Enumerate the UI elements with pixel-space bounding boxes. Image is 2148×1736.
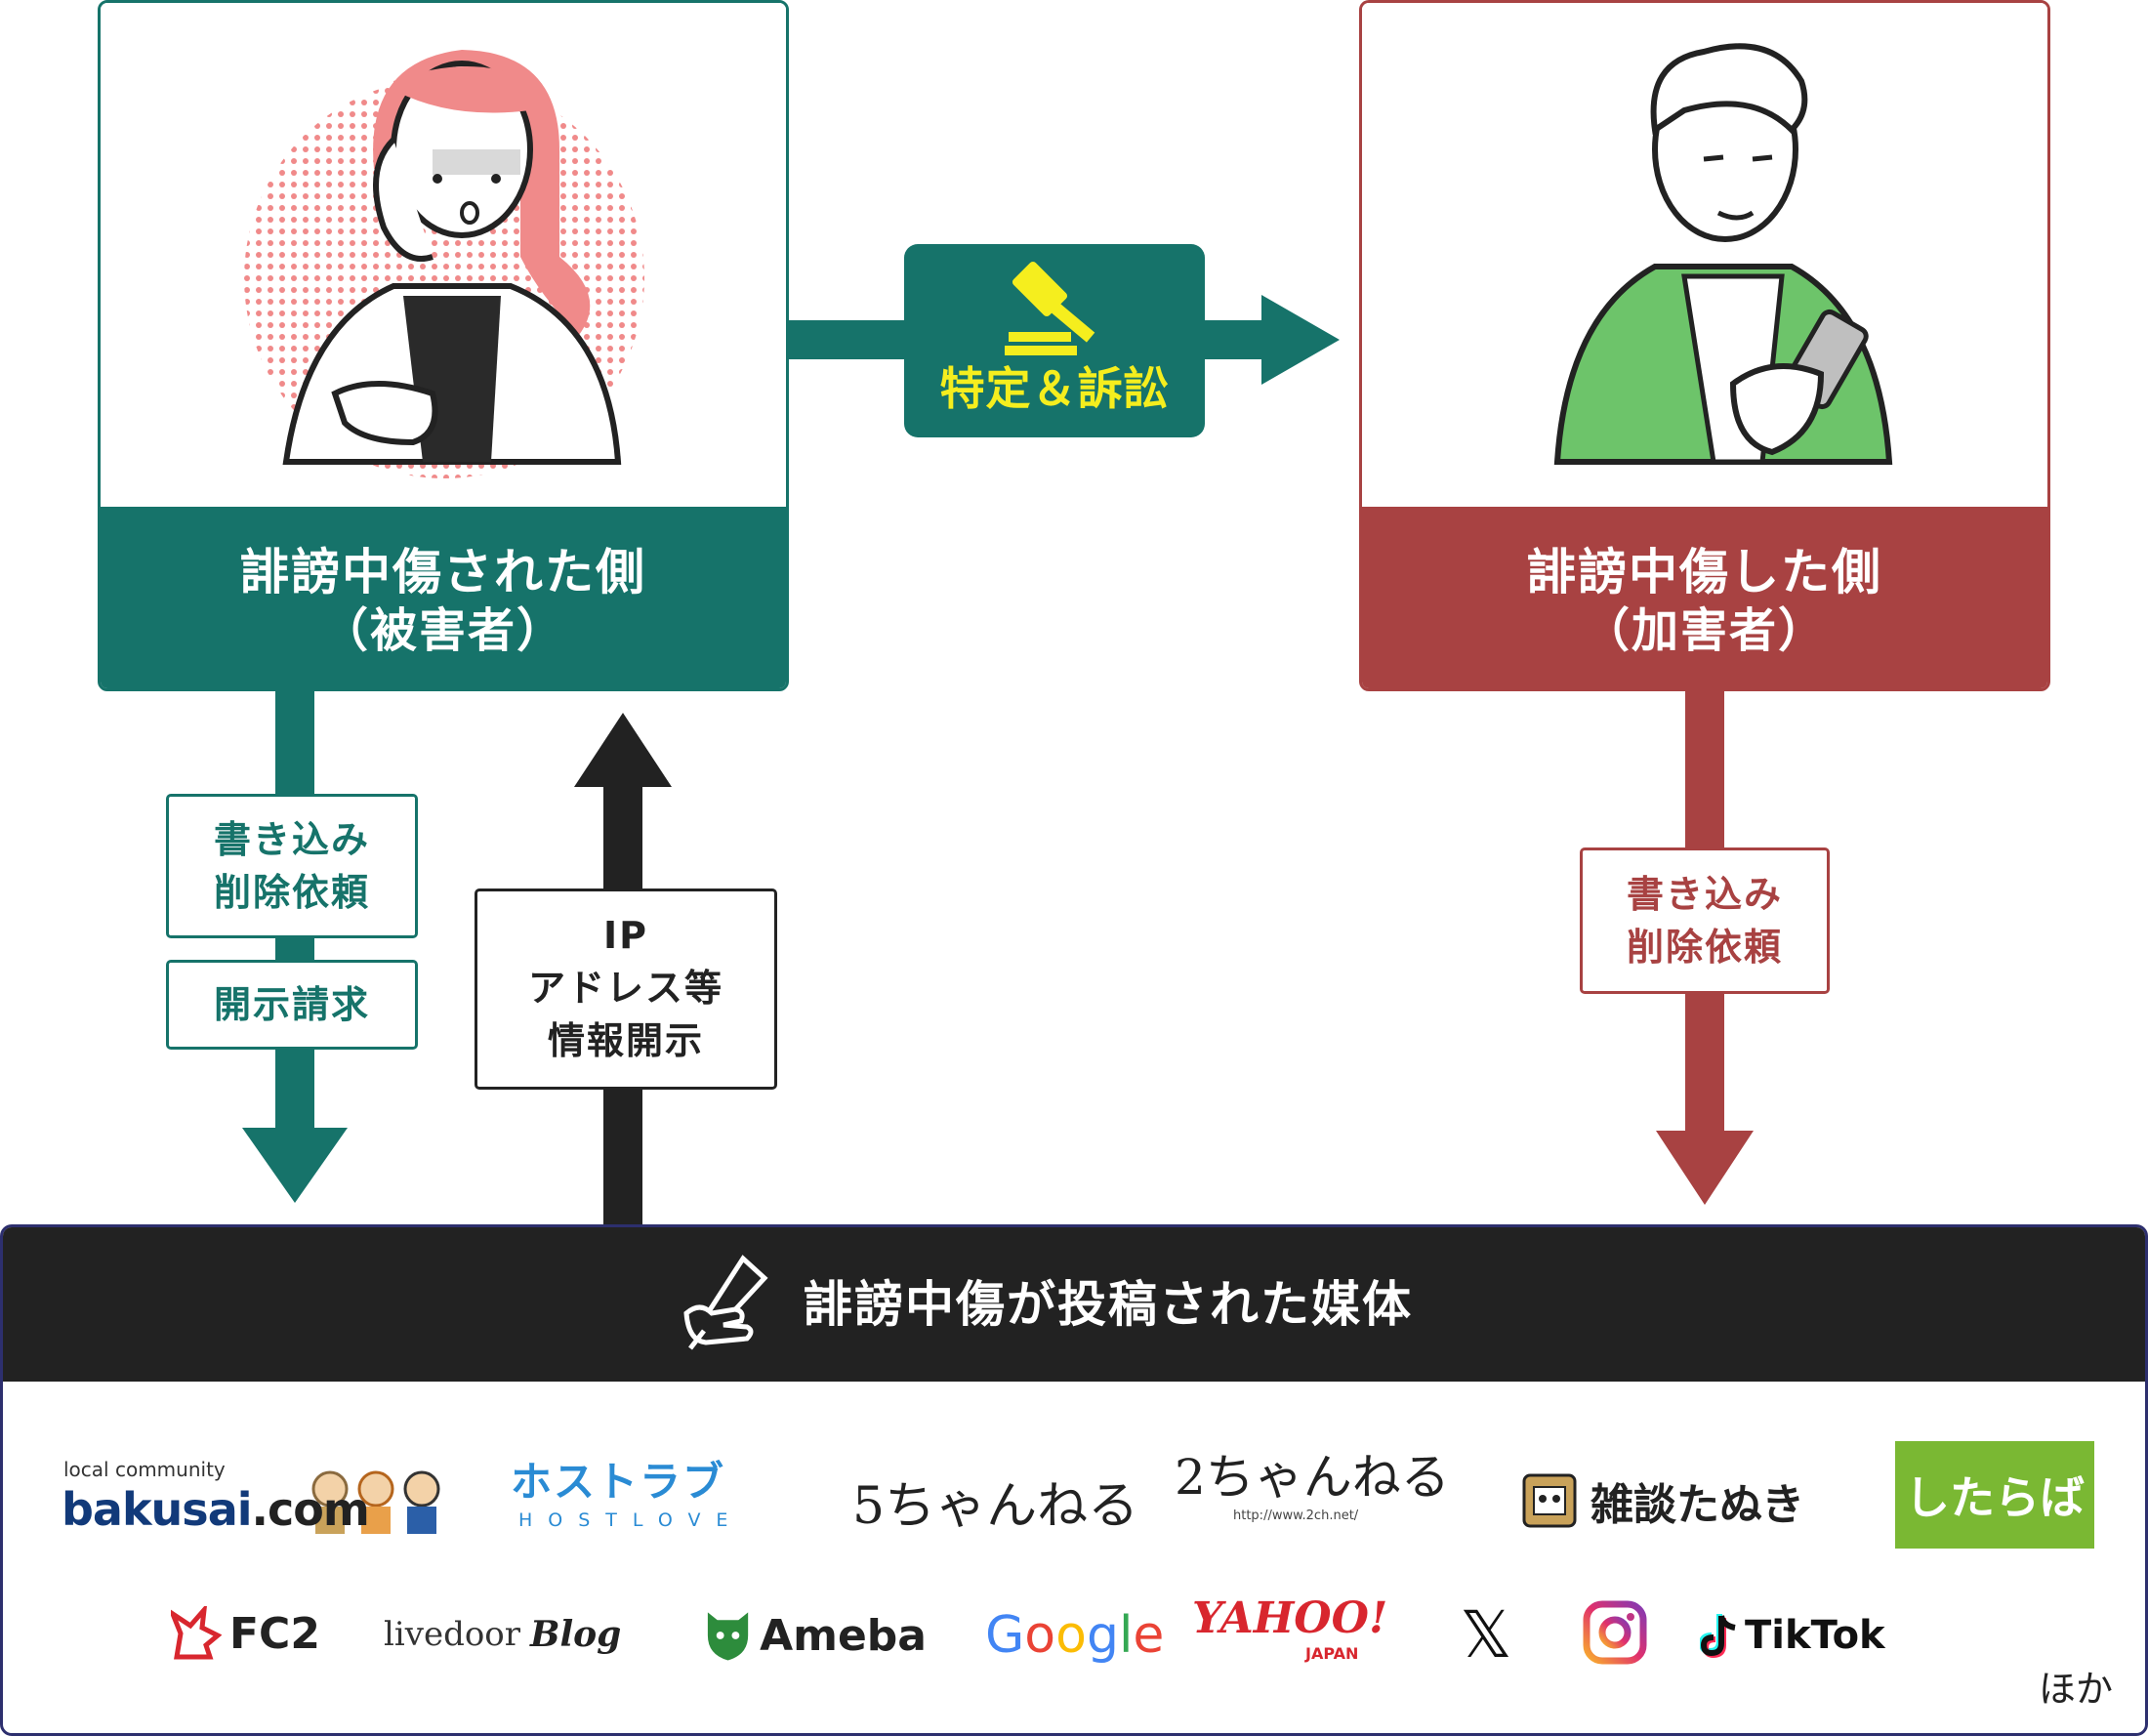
google-letter: g [1086,1606,1119,1665]
ip-disclosure-line1: IP [603,914,648,957]
ameba-icon [707,1612,749,1661]
2ch-text: 2ちゃんねる [1175,1449,1450,1506]
bakusai-text: bakusai [62,1483,252,1536]
media-title: 誹謗中傷が投稿された媒体 [804,1276,1413,1333]
x-text: 𝕏 [1460,1596,1512,1673]
livedoor-text: livedoor [384,1615,521,1654]
hostlove-text: ホストラブ [511,1458,726,1506]
hostlove-logo: ホストラブ HOSTLOVE [511,1458,804,1546]
perp-delete-line2: 削除依頼 [1626,926,1783,969]
victim-card: 誹謗中傷された側 （被害者） [98,0,789,691]
shitaraba-text: したらば [1905,1471,2085,1524]
google-wordmark: Google [985,1606,1164,1665]
ameba-text: Ameba [760,1610,927,1661]
writing-hand-icon [683,1255,768,1350]
fc2-unicorn-icon [171,1606,222,1660]
5ch-logo: 5ちゃんねる [852,1452,1138,1550]
perpetrator-label: 誹謗中傷した側 （加害者） [1362,507,2047,688]
perp-delete-line1: 書き込み [1626,873,1783,916]
victim-label: 誹謗中傷された側 （被害者） [101,507,786,688]
media-panel: 誹謗中傷が投稿された媒体 local community bakusai.com… [0,1224,2148,1736]
perpetrator-card: 誹謗中傷した側 （加害者） [1359,0,2050,691]
tanuki-icon [1522,1473,1577,1528]
tiktok-text: TikTok [1745,1613,1885,1658]
google-logo: Google [985,1598,1164,1673]
instagram-logo [1583,1600,1647,1665]
shitaraba-logo: したらば [1895,1441,2094,1549]
blog-text: Blog [530,1614,622,1655]
zatsudan-tanuki-logo: 雑談たぬき [1522,1462,1844,1540]
victim-delete-line2: 削除依頼 [213,871,370,914]
x-logo: 𝕏 [1452,1592,1520,1676]
instagram-icon [1583,1600,1647,1665]
tiktok-logo: TikTok [1700,1598,1905,1673]
victim-down-arrow-head [242,1128,348,1203]
victim-subtitle: （被害者） [320,603,565,658]
perpetrator-illustration [1362,3,2047,511]
google-letter: e [1133,1606,1165,1665]
bakusai-suffix: .com [251,1483,370,1536]
ip-disclosure-label: IP アドレス等 情報開示 [475,889,777,1090]
google-letter: o [1024,1606,1056,1665]
2ch-sub: http://www.2ch.net/ [1233,1509,1359,1523]
gavel-icon [1005,261,1095,355]
yahoo-japan-logo: YAHOO! JAPAN [1192,1593,1397,1677]
yahoo-sub: JAPAN [1305,1644,1359,1663]
identify-sue-box: 特定＆訴訟 [904,244,1205,437]
google-letter: l [1118,1606,1134,1665]
identify-sue-label: 特定＆訴訟 [939,362,1170,415]
bakusai-mascots-icon [311,1470,440,1534]
tiktok-note-icon [1700,1614,1736,1659]
accuse-arrow-head [1261,295,1340,385]
victim-delete-line1: 書き込み [213,818,370,861]
bakusai-sub: local community [63,1458,226,1481]
more-media-label: ほか [2039,1668,2114,1711]
google-letter: G [985,1606,1025,1665]
victim-delete-request-label: 書き込み 削除依頼 [166,794,418,938]
ip-disclosure-line3: 情報開示 [547,1019,704,1062]
victim-disclosure-text: 開示請求 [213,983,370,1026]
hostlove-sub: HOSTLOVE [518,1509,744,1531]
yahoo-text: YAHOO! [1192,1593,1388,1643]
5ch-text: 5ちゃんねる [852,1476,1139,1536]
google-letter: o [1055,1606,1087,1665]
perpetrator-title: 誹謗中傷した側 [1527,544,1882,600]
victim-disclosure-request-label: 開示請求 [166,960,418,1050]
victim-illustration [101,3,786,511]
media-header: 誹謗中傷が投稿された媒体 [3,1227,2145,1382]
ameba-logo: Ameba [702,1598,927,1673]
victim-title: 誹謗中傷された側 [240,544,646,600]
perp-down-arrow-head [1656,1131,1754,1205]
2ch-logo: 2ちゃんねる http://www.2ch.net/ [1175,1447,1477,1554]
bakusai-logo: local community bakusai.com [62,1450,462,1548]
perp-delete-request-label: 書き込み 削除依頼 [1580,847,1830,994]
ip-disclosure-line2: アドレス等 [527,967,723,1010]
livedoor-blog-logo: livedoor Blog [384,1600,667,1669]
fc2-logo: FC2 [171,1596,347,1671]
zatsudan-tanuki-text: 雑談たぬき [1590,1480,1805,1530]
fc2-text: FC2 [229,1608,320,1659]
disclosure-up-arrow-head [574,713,672,787]
perpetrator-subtitle: （加害者） [1582,603,1827,658]
